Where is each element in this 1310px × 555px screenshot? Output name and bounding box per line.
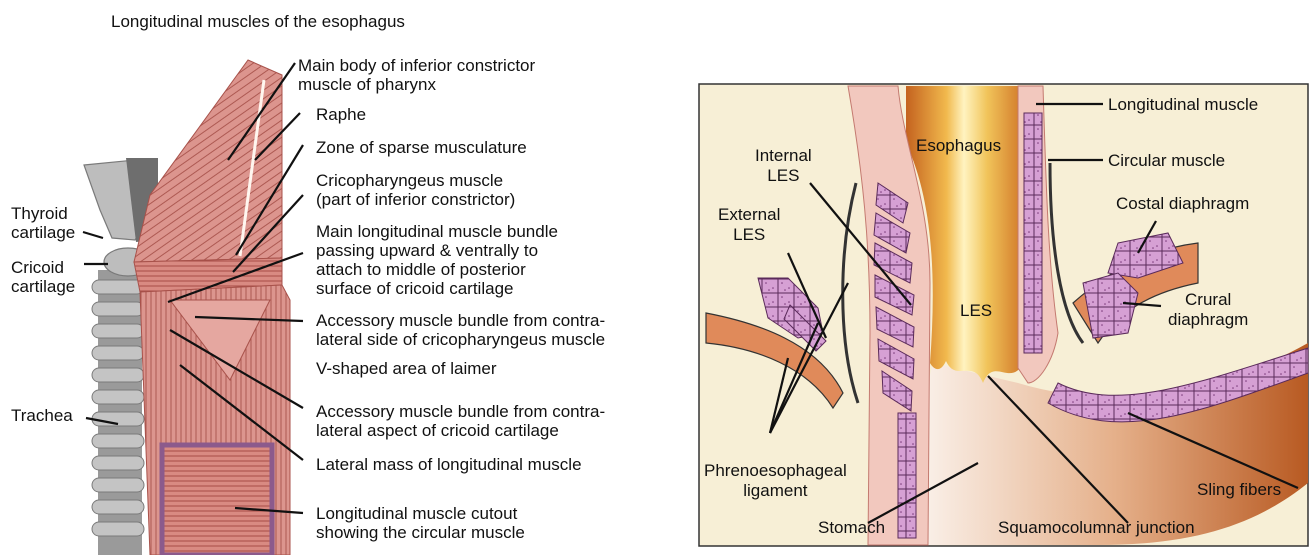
label-main-body: Main body of inferior constrictor muscle…: [298, 56, 535, 94]
label-les: LES: [960, 301, 992, 321]
label-trachea: Trachea: [11, 406, 73, 425]
label-internal-les: Internal LES: [755, 146, 812, 186]
label-accessory-side: Accessory muscle bundle from contra- lat…: [316, 311, 605, 349]
esophagus-longitudinal-muscle-figure: Longitudinal muscles of the esophagus: [0, 0, 700, 555]
label-cutout: Longitudinal muscle cutout showing the c…: [316, 504, 525, 542]
label-stomach: Stomach: [818, 518, 885, 538]
label-zone-sparse: Zone of sparse musculature: [316, 138, 527, 157]
label-thyroid-cartilage: Thyroid cartilage: [11, 204, 75, 242]
label-external-les: External LES: [718, 205, 780, 245]
label-cricopharyngeus: Cricopharyngeus muscle (part of inferior…: [316, 171, 515, 209]
right-circular-muscle: [1024, 113, 1042, 353]
label-v-shaped: V-shaped area of laimer: [316, 359, 497, 378]
label-raphe: Raphe: [316, 105, 366, 124]
lower-esophageal-sphincter-figure: Longitudinal muscle Circular muscle Cost…: [698, 83, 1309, 547]
label-cricoid-cartilage: Cricoid cartilage: [11, 258, 75, 296]
label-costal-diaphragm: Costal diaphragm: [1116, 194, 1249, 214]
trachea-rings: [92, 270, 144, 555]
label-esophagus: Esophagus: [916, 136, 1001, 156]
label-phrenoesophageal-ligament: Phrenoesophageal ligament: [704, 461, 847, 501]
circular-muscle-cutout: [162, 445, 272, 555]
label-crural-diaphragm: Crural diaphragm: [1168, 290, 1248, 330]
label-lateral-mass: Lateral mass of longitudinal muscle: [316, 455, 582, 474]
label-accessory-aspect: Accessory muscle bundle from contra- lat…: [316, 402, 605, 440]
label-sling-fibers: Sling fibers: [1197, 480, 1281, 500]
label-circular-muscle: Circular muscle: [1108, 151, 1225, 171]
label-longitudinal-muscle: Longitudinal muscle: [1108, 95, 1258, 115]
label-main-longitudinal: Main longitudinal muscle bundle passing …: [316, 222, 558, 298]
label-squamocolumnar-junction: Squamocolumnar junction: [998, 518, 1195, 538]
